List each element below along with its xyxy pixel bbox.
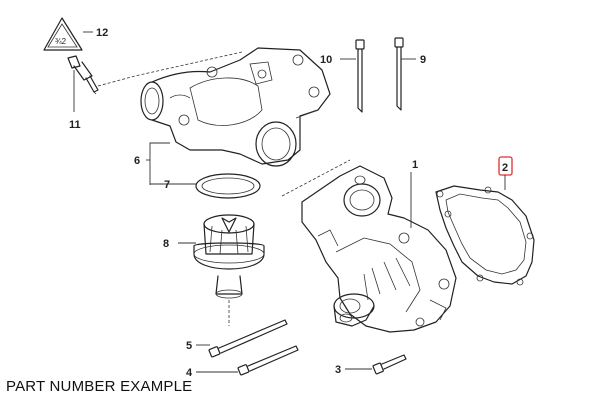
temperature-sensor-part[interactable] — [67, 55, 99, 95]
callout-2[interactable]: 2 — [502, 162, 508, 174]
thermostat-housing-part[interactable] — [140, 47, 331, 167]
bolt-3-part[interactable] — [372, 354, 407, 375]
svg-text:¾2: ¾2 — [55, 37, 67, 46]
callout-7[interactable]: 7 — [164, 179, 170, 191]
bolt-5-part[interactable] — [208, 319, 288, 358]
water-pump-part[interactable] — [301, 165, 457, 333]
callout-10[interactable]: 10 — [320, 54, 332, 66]
callout-5[interactable]: 5 — [186, 340, 192, 352]
callout-12[interactable]: 12 — [96, 27, 108, 39]
callout-1[interactable]: 1 — [412, 159, 418, 171]
callout-4[interactable]: 4 — [186, 367, 193, 379]
callout-9[interactable]: 9 — [420, 54, 426, 66]
pump-gasket-part[interactable] — [435, 185, 535, 286]
o-ring-part[interactable] — [195, 173, 261, 199]
warning-label-part[interactable]: ¾2 — [43, 17, 83, 51]
callout-3[interactable]: 3 — [335, 364, 341, 376]
caption-text: PART NUMBER EXAMPLE — [6, 378, 193, 395]
bolt-9-part[interactable] — [394, 37, 404, 111]
thermostat-part[interactable] — [193, 214, 265, 299]
bolt-4-part[interactable] — [237, 345, 299, 376]
callout-8[interactable]: 8 — [163, 238, 169, 250]
bolt-10-part[interactable] — [355, 39, 365, 113]
callout-6[interactable]: 6 — [134, 155, 140, 167]
callout-11[interactable]: 11 — [69, 119, 81, 131]
highlight-box — [498, 156, 513, 176]
